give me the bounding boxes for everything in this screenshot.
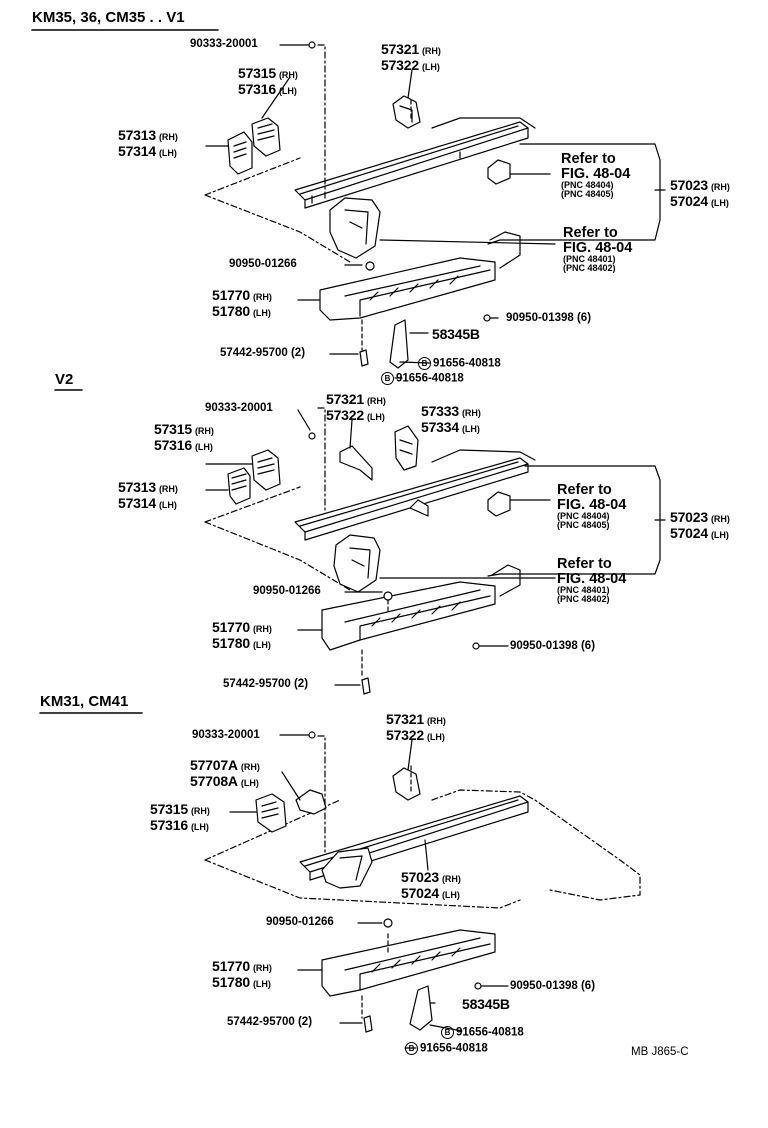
section1-header: KM35, 36, CM35 . . V1 (32, 9, 185, 26)
label-51770-s2: 51770(RH) 51780(LH) (212, 619, 272, 651)
label-51770-s1: 51770(RH) 51780(LH) (212, 287, 272, 319)
label-57313-s2: 57313(RH) 57314(LH) (118, 479, 178, 511)
section3-header: KM31, CM41 (40, 693, 129, 710)
label-57313-s1: 57313(RH) 57314(LH) (118, 127, 178, 159)
callout-b-icon: B (441, 1026, 454, 1039)
label-51770-s3: 51770(RH) 51780(LH) (212, 958, 272, 990)
callout-b-icon: B (381, 372, 394, 385)
figure-code: MB J865-C (631, 1046, 689, 1058)
label-57315-s2: 57315(RH) 57316(LH) (154, 421, 214, 453)
refer-box-s2-a: Refer to FIG. 48-04 (PNC 48404) (PNC 484… (557, 482, 627, 530)
label-57023-s1: 57023(RH) 57024(LH) (670, 177, 730, 209)
label-57321-s1: 57321(RH) 57322(LH) (381, 41, 441, 73)
label-57333-s2: 57333(RH) 57334(LH) (421, 403, 481, 435)
label-57023-s3: 57023(RH) 57024(LH) (401, 869, 461, 901)
section2-header: V2 (55, 371, 74, 388)
label-57442-s1: 57442-95700 (2) (220, 347, 306, 359)
label-57442-s2: 57442-95700 (2) (223, 678, 309, 690)
section2-drawing (204, 407, 666, 695)
label-58345b-s3: 58345B (462, 996, 510, 1012)
label-90950a-s3: 90950-01266 (266, 916, 334, 928)
label-57315-s3: 57315(RH) 57316(LH) (150, 801, 210, 833)
label-57023-s2: 57023(RH) 57024(LH) (670, 509, 730, 541)
label-90950b-s2: 90950-01398 (6) (510, 640, 596, 652)
callout-b-icon: B (405, 1042, 418, 1055)
section3-drawing (204, 731, 641, 1049)
label-90950b-s3: 90950-01398 (6) (510, 980, 596, 992)
label-90333-s1: 90333-20001 (190, 38, 258, 50)
refer-box-s1-b: Refer to FIG. 48-04 (PNC 48401) (PNC 484… (563, 225, 633, 273)
refer-box-s1-a: Refer to FIG. 48-04 (PNC 48404) (PNC 484… (561, 151, 631, 199)
callout-b-icon: B (418, 357, 431, 370)
label-57707a-s3: 57707A(RH) 57708A(LH) (190, 757, 260, 789)
label-90333-s3: 90333-20001 (192, 729, 260, 741)
label-57315-s1: 57315(RH) 57316(LH) (238, 65, 298, 97)
refer-box-s2-b: Refer to FIG. 48-04 (PNC 48401) (PNC 484… (557, 556, 627, 604)
section1-drawing (204, 41, 666, 379)
label-90950b-s1: 90950-01398 (6) (506, 312, 592, 324)
label-90950a-s1: 90950-01266 (229, 258, 297, 270)
label-58345b-s1: 58345B (432, 326, 480, 342)
label-90950a-s2: 90950-01266 (253, 585, 321, 597)
label-57442-s3: 57442-95700 (2) (227, 1016, 313, 1028)
label-57321-s2: 57321(RH) 57322(LH) (326, 391, 386, 423)
label-57321-s3: 57321(RH) 57322(LH) (386, 711, 446, 743)
label-90333-s2: 90333-20001 (205, 402, 273, 414)
